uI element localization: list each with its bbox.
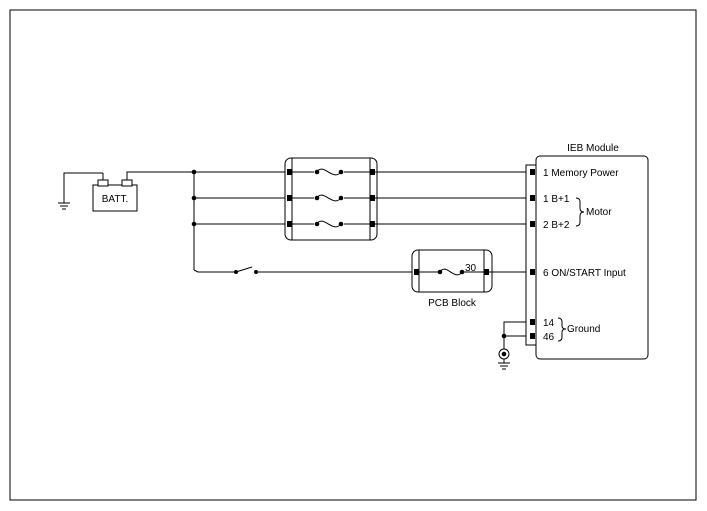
ground-brace [557,317,567,342]
battery-label: BATT. [102,194,128,205]
fuse-block [284,157,378,241]
battery: BATT. [92,173,138,212]
pin-ground-14: 14 [543,318,555,329]
motor-group-label: Motor [586,207,612,218]
pin-memory-power: 1 Memory Power [543,168,619,179]
fuse-1 [292,168,370,176]
module-title: IEB Module [567,143,619,154]
motor-brace [575,197,585,227]
module-feed-wiring [375,171,530,225]
main-bus-wiring [126,169,289,273]
ignition-switch [234,266,412,274]
diagram-frame [9,9,697,501]
pin-b1: 1 B+1 [543,194,570,205]
pcb-terminal-label: 30 [465,263,477,274]
ground-wiring [498,321,530,370]
pin-on-start: 6 ON/START Input [543,268,626,279]
pin-ground-46: 46 [543,332,555,343]
ieb-module: IEB Module 1 Memory Power 1 B+1 2 B+2 6 … [525,143,649,360]
pin-b2: 2 B+2 [543,220,570,231]
fuse-2 [292,194,370,202]
fuse-3 [292,220,370,228]
pcb-block-label: PCB Block [428,298,477,309]
battery-ground [58,172,103,210]
pcb-block: 30 PCB Block [411,249,493,309]
ground-group-label: Ground [567,324,600,335]
